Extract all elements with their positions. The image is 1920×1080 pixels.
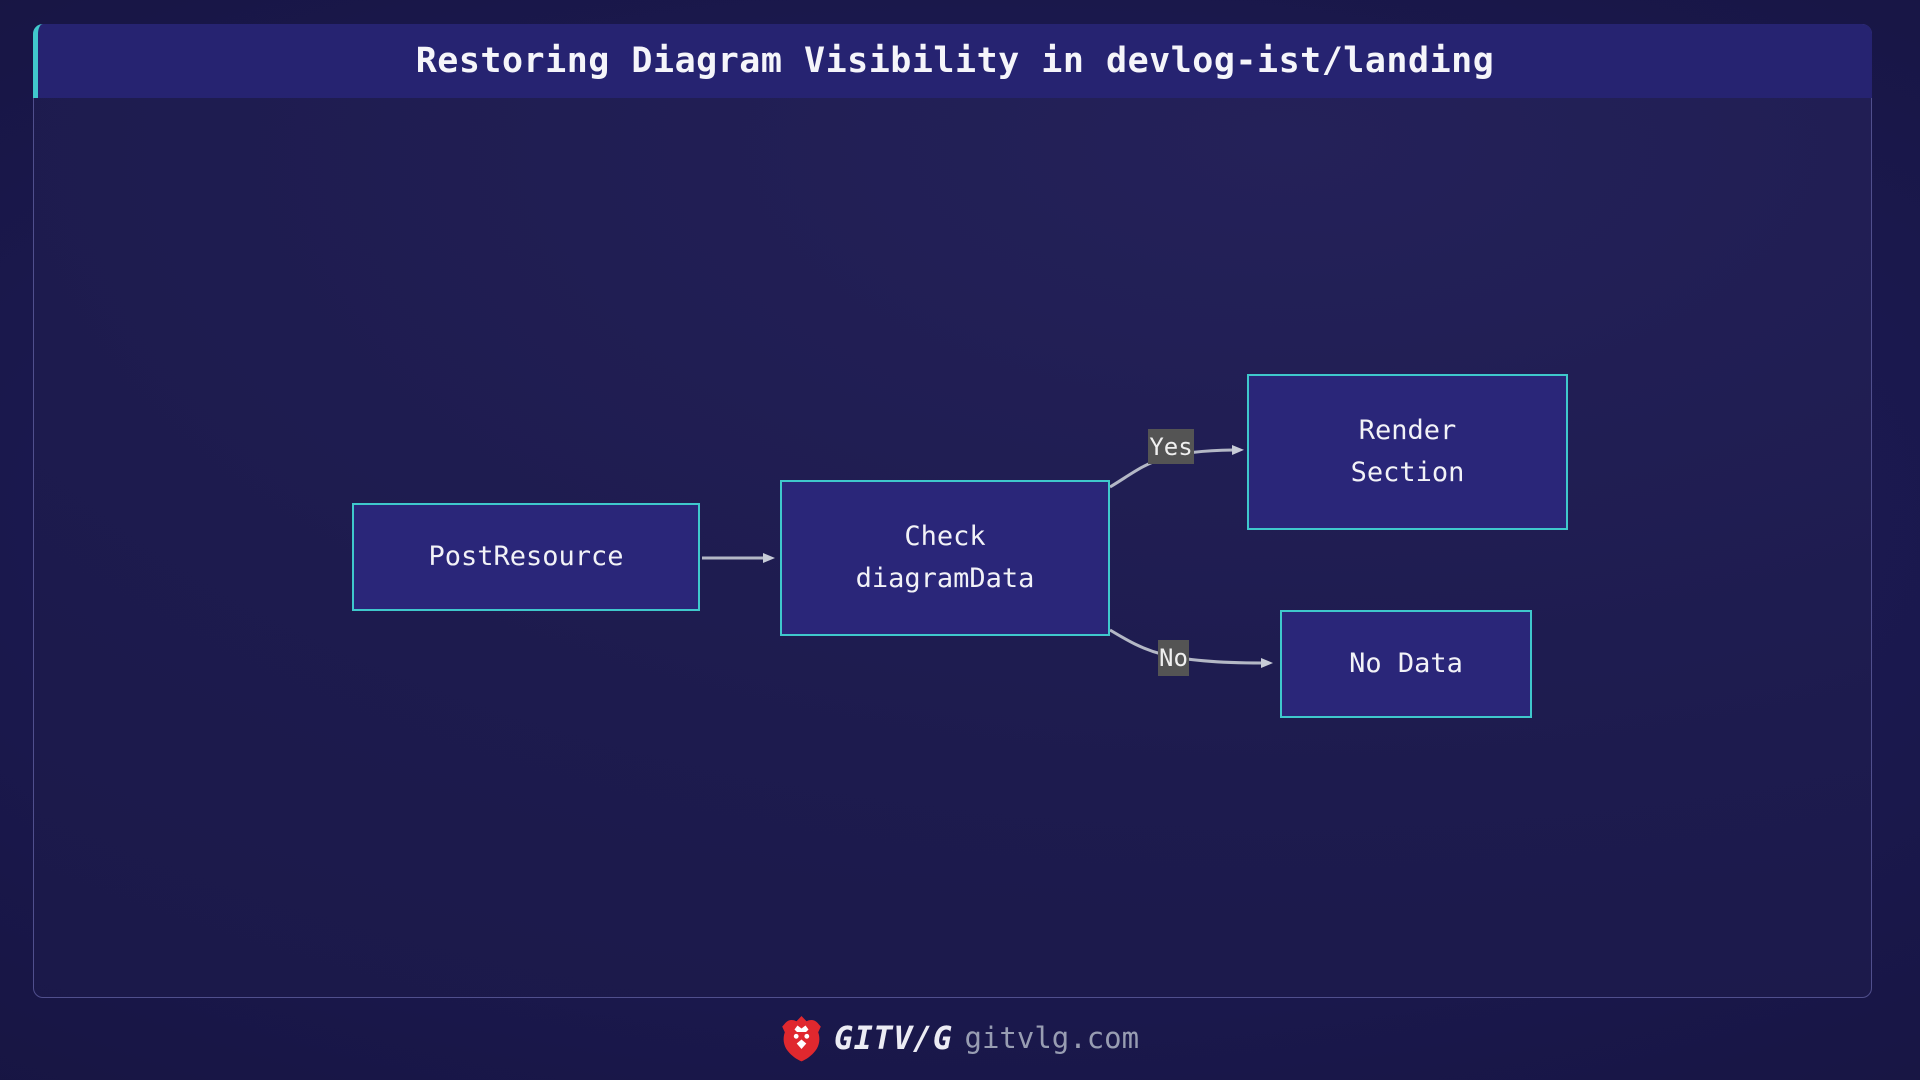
node-render-section: Render Section bbox=[1247, 374, 1568, 530]
node-no-data: No Data bbox=[1280, 610, 1532, 718]
footer: GITV/G gitvlg.com bbox=[0, 1008, 1920, 1068]
node-label-line: Render bbox=[1358, 415, 1457, 446]
edge-label-no: No bbox=[1158, 640, 1189, 676]
brand-domain: gitvlg.com bbox=[964, 1021, 1140, 1055]
node-label: PostResource bbox=[428, 541, 624, 572]
lion-shield-icon bbox=[781, 1014, 822, 1062]
node-label: No Data bbox=[1349, 648, 1463, 679]
node-check-diagramdata: Check diagramData bbox=[780, 480, 1110, 636]
node-label-line: Section bbox=[1350, 457, 1465, 488]
node-post-resource: PostResource bbox=[352, 503, 700, 611]
title-bar: Restoring Diagram Visibility in devlog-i… bbox=[33, 24, 1872, 98]
node-label-line: diagramData bbox=[855, 563, 1035, 594]
page-title: Restoring Diagram Visibility in devlog-i… bbox=[415, 41, 1495, 81]
edge-label-yes: Yes bbox=[1148, 429, 1194, 464]
brand-name: GITV/G bbox=[833, 1019, 953, 1057]
node-label-line: Check bbox=[904, 521, 986, 552]
